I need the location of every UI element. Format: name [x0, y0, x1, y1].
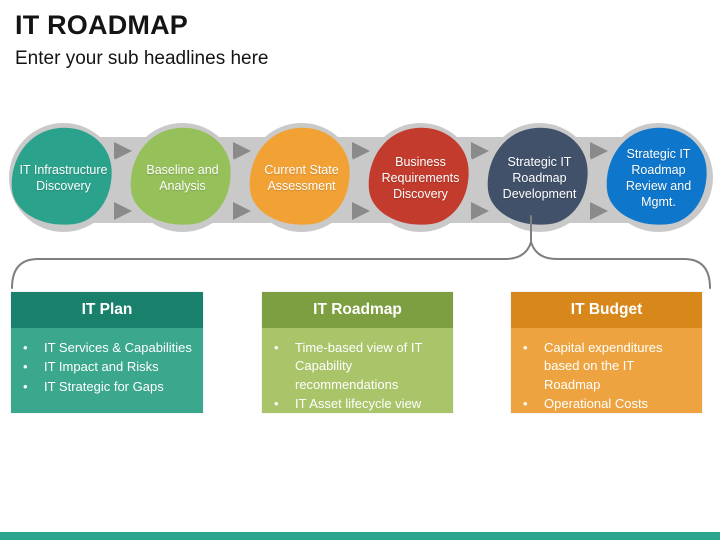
detail-box-it-plan: IT Plan IT Services & Capabilities IT Im… [11, 292, 203, 413]
detail-box-it-budget: IT Budget Capital expenditures based on … [511, 292, 702, 414]
box-body: Time-based view of IT Capability recomme… [262, 328, 453, 414]
arrow-right-icon [233, 202, 251, 220]
bullet-item: IT Impact and Risks [11, 358, 195, 377]
step-label: Strategic IT Roadmap Development [502, 154, 577, 201]
page-subtitle: Enter your sub headlines here [15, 48, 269, 69]
arrow-right-icon [114, 202, 132, 220]
bullet-list: IT Services & Capabilities IT Impact and… [11, 339, 195, 397]
flow-step-it-infrastructure-discovery: IT Infrastructure Discovery [6, 123, 118, 232]
flow-step-strategic-it-roadmap-review: Strategic IT Roadmap Review and Mgmt. [601, 123, 713, 232]
step-label: Baseline and Analysis [146, 162, 219, 193]
flow-step-business-requirements-discovery: Business Requirements Discovery [363, 123, 475, 232]
bullet-list: Capital expenditures based on the IT Roa… [511, 339, 694, 414]
bullet-item: Operational Costs [511, 395, 694, 414]
brace-connector [11, 215, 711, 289]
flow-step-strategic-it-roadmap-development: Strategic IT Roadmap Development [482, 123, 594, 232]
bullet-item: IT Strategic for Gaps [11, 378, 195, 397]
brace-curve [11, 238, 711, 289]
footer-accent-bar [0, 532, 720, 540]
step-label: Strategic IT Roadmap Review and Mgmt. [625, 146, 692, 209]
flow-step-current-state-assessment: Current State Assessment [244, 123, 356, 232]
bullet-item: Time-based view of IT Capability recomme… [262, 339, 445, 394]
box-body: IT Services & Capabilities IT Impact and… [11, 328, 203, 413]
arrow-right-icon [233, 142, 251, 160]
box-body: Capital expenditures based on the IT Roa… [511, 328, 702, 414]
detail-box-it-roadmap: IT Roadmap Time-based view of IT Capabil… [262, 292, 453, 414]
arrow-right-icon [471, 142, 489, 160]
bullet-item: IT Services & Capabilities [11, 339, 195, 358]
page-title: IT ROADMAP [15, 10, 188, 40]
bullet-list: Time-based view of IT Capability recomme… [262, 339, 445, 414]
flow-step-baseline-and-analysis: Baseline and Analysis [125, 123, 237, 232]
arrow-right-icon [590, 202, 608, 220]
arrow-right-icon [352, 202, 370, 220]
arrow-right-icon [471, 202, 489, 220]
arrow-right-icon [590, 142, 608, 160]
box-title: IT Budget [511, 292, 702, 328]
box-title: IT Plan [11, 292, 203, 328]
arrow-right-icon [352, 142, 370, 160]
bullet-item: Capital expenditures based on the IT Roa… [511, 339, 694, 394]
arrow-right-icon [114, 142, 132, 160]
step-label: Business Requirements Discovery [381, 154, 460, 201]
step-label: Current State Assessment [264, 162, 339, 193]
box-title: IT Roadmap [262, 292, 453, 328]
step-label: IT Infrastructure Discovery [19, 162, 108, 193]
bullet-item: IT Asset lifecycle view [262, 395, 445, 414]
